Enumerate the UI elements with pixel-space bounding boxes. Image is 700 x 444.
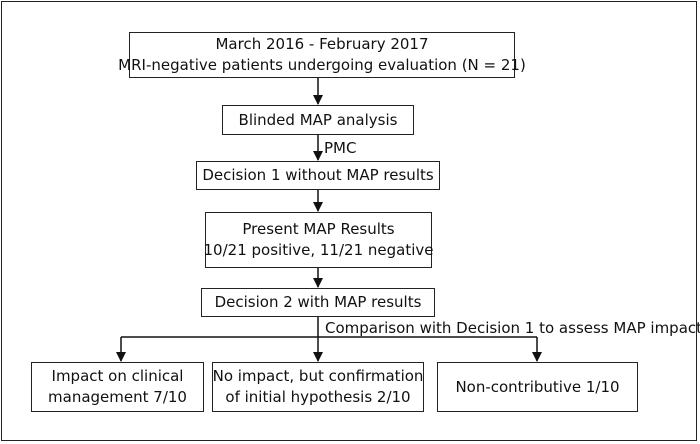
node-impact-line2: management 7/10: [48, 388, 187, 406]
node-study-period-line1: March 2016 - February 2017: [215, 35, 429, 53]
node-no-impact-line1: No impact, but confirmation: [212, 367, 424, 385]
node-study-period: March 2016 - February 2017 MRI-negative …: [118, 32, 526, 78]
node-decision-1-label: Decision 1 without MAP results: [202, 166, 434, 184]
node-impact-line1: Impact on clinical: [51, 367, 184, 385]
node-blinded-analysis-label: Blinded MAP analysis: [238, 110, 398, 129]
node-present-results: Present MAP Results 10/21 positive, 11/2…: [203, 212, 434, 268]
node-no-impact-line2: of initial hypothesis 2/10: [225, 388, 411, 406]
node-decision-2: Decision 2 with MAP results: [201, 288, 435, 317]
node-impact: Impact on clinical management 7/10: [31, 362, 204, 412]
node-decision-2-label: Decision 2 with MAP results: [214, 293, 422, 311]
node-non-contributive-label: Non-contributive 1/10: [455, 377, 620, 396]
node-decision-1: Decision 1 without MAP results: [196, 161, 440, 190]
node-non-contributive: Non-contributive 1/10: [437, 362, 638, 412]
edge-label-pmc: PMC: [324, 139, 357, 157]
node-no-impact: No impact, but confirmation of initial h…: [212, 362, 424, 412]
node-present-results-line1: Present MAP Results: [242, 220, 395, 238]
node-blinded-analysis: Blinded MAP analysis: [222, 105, 414, 135]
node-study-period-line2: MRI-negative patients undergoing evaluat…: [118, 56, 526, 74]
node-present-results-line2: 10/21 positive, 11/21 negative: [203, 241, 434, 259]
edge-label-comparison: Comparison with Decision 1 to assess MAP…: [325, 319, 700, 337]
